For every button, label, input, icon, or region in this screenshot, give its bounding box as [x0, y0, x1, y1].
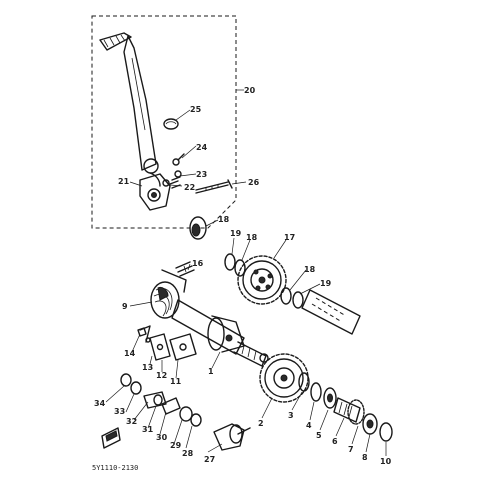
callout-1: 1 — [208, 367, 214, 376]
guide-plates — [137, 325, 197, 361]
callout-10: 10 — [380, 457, 392, 466]
kick-lever-small-parts — [162, 118, 233, 240]
callout-33: 33 — [114, 407, 125, 416]
leader-lines — [105, 109, 387, 456]
callout-26: 26 — [248, 178, 260, 187]
kick-guide-27 — [213, 423, 251, 451]
kick-axle-shaft — [171, 299, 269, 367]
callout-18-top: 18 — [218, 215, 230, 224]
callout-30: 30 — [156, 433, 168, 442]
callout-22: 22 — [184, 183, 195, 192]
callout-21: 21 — [118, 177, 130, 186]
shaft-part-stack — [298, 372, 393, 442]
callout-7: 7 — [348, 445, 354, 454]
callout-16: 16 — [192, 259, 204, 268]
callout-28: 28 — [182, 449, 194, 458]
callout-23: 23 — [196, 170, 207, 179]
callout-8: 8 — [362, 453, 368, 462]
callout-9: 9 — [122, 302, 128, 311]
callout-29: 29 — [170, 441, 182, 450]
gear17-washers — [224, 253, 304, 309]
callout-13: 13 — [142, 363, 153, 372]
kick-lever-assembly-box — [91, 15, 244, 229]
callout-18-right: 18 — [304, 265, 316, 274]
callout-25: 25 — [190, 105, 202, 114]
torsion-spring-9 — [150, 269, 187, 319]
kick-idle-gear-17 — [237, 255, 287, 305]
callout-3: 3 — [288, 411, 294, 420]
callout-4: 4 — [306, 421, 312, 430]
callout-20: 20 — [244, 86, 256, 95]
callout-14: 14 — [124, 349, 136, 358]
callout-2: 2 — [258, 419, 264, 428]
callout-32: 32 — [126, 417, 137, 426]
callout-27: 27 — [204, 455, 215, 464]
spring-pin-16 — [175, 261, 195, 277]
kick-crank-lever — [99, 32, 171, 211]
callout-19-right: 19 — [320, 279, 332, 288]
callout-34: 34 — [94, 399, 106, 408]
callout-6: 6 — [332, 437, 338, 446]
callout-labels: 20 25 24 23 22 21 26 18 19 18 17 16 18 1… — [92, 86, 392, 472]
callout-12: 12 — [156, 371, 167, 380]
callout-18-mid: 18 — [246, 233, 258, 242]
drawing-code: 5Y1110-2130 — [92, 464, 138, 472]
callout-31: 31 — [142, 425, 154, 434]
callout-19-left: 19 — [230, 229, 242, 238]
callout-5: 5 — [316, 431, 322, 440]
countershaft-segment — [301, 289, 361, 335]
callout-17: 17 — [284, 233, 295, 242]
callout-24: 24 — [196, 143, 208, 152]
callout-11: 11 — [170, 377, 182, 386]
